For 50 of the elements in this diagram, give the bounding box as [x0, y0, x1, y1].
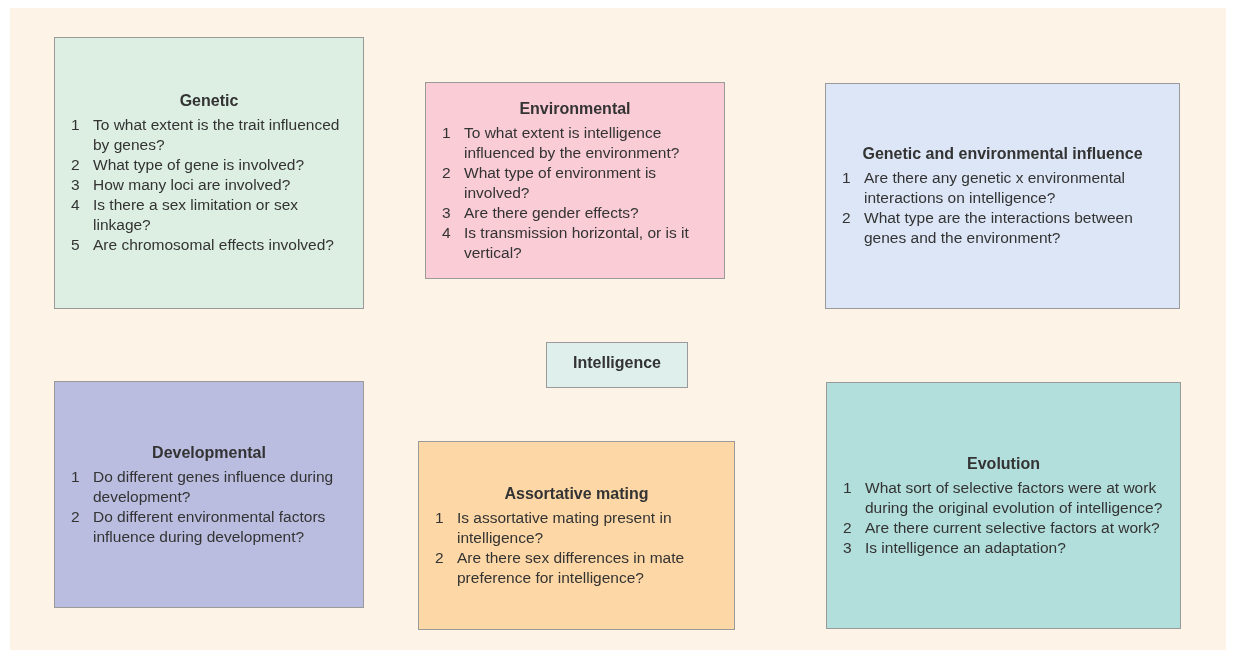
topic-box	[425, 82, 725, 279]
question-text: Do different environmental factors influence during development?	[93, 506, 327, 547]
box-heading: Genetic	[178, 91, 240, 111]
box-heading: Developmental	[151, 442, 267, 463]
topic-box	[825, 83, 1180, 309]
item-number: 2	[843, 517, 853, 538]
item-number: 2	[442, 162, 452, 183]
item-number: 2	[842, 208, 852, 228]
question-text: What type are the interactions between genes and the environment?	[864, 208, 1134, 248]
question-text: Do different genes influence during development?	[93, 466, 335, 507]
item-number: 5	[71, 235, 81, 255]
topic-box	[54, 37, 364, 309]
item-number: 1	[71, 466, 81, 487]
box-heading: Assortative mating	[503, 483, 650, 504]
question-text: Are there sex differences in mate preference for intelligence?	[457, 547, 686, 588]
item-number: 4	[442, 222, 452, 243]
question-text: Is transmission horizontal, or is it vertical?	[464, 222, 690, 263]
question-text: What type of environment is involved?	[464, 162, 658, 203]
box-heading: Evolution	[966, 453, 1041, 474]
question-text: What sort of selective factors were at work during the original evolution of intelligence?	[865, 477, 1164, 518]
topic-box	[826, 382, 1181, 629]
item-number: 2	[71, 506, 81, 527]
item-number: 3	[442, 202, 452, 223]
item-number: 1	[842, 168, 852, 188]
item-number: 1	[843, 477, 853, 498]
question-text: Is there a sex limitation or sex linkage?	[93, 195, 300, 235]
question-text: Is intelligence an adaptation?	[865, 537, 1066, 558]
question-text: To what extent is intelligence influenced by the environment?	[464, 122, 681, 163]
item-number: 2	[435, 547, 445, 568]
item-number: 1	[71, 115, 81, 135]
item-number: 2	[71, 155, 81, 175]
box-heading: Intelligence	[572, 353, 662, 373]
topic-box	[418, 441, 735, 630]
topic-box	[546, 342, 688, 388]
question-text: Are there any genetic x environmental interactions on intelligence?	[864, 168, 1127, 208]
box-heading: Genetic and environmental influence	[861, 144, 1144, 164]
question-text: Are there gender effects?	[464, 202, 639, 223]
topic-box	[54, 381, 364, 608]
item-number: 1	[435, 507, 445, 528]
question-text: Are chromosomal effects involved?	[93, 235, 334, 255]
item-number: 3	[71, 175, 81, 195]
item-number: 4	[71, 195, 81, 215]
question-text: Are there current selective factors at work?	[865, 517, 1160, 538]
item-number: 1	[442, 122, 452, 143]
question-text: Is assortative mating present in intelligence?	[457, 507, 673, 548]
question-text: To what extent is the trait influenced by genes?	[93, 115, 341, 155]
box-heading: Environmental	[518, 98, 632, 119]
item-number: 3	[843, 537, 853, 558]
question-text: How many loci are involved?	[93, 175, 291, 195]
question-text: What type of gene is involved?	[93, 155, 305, 175]
